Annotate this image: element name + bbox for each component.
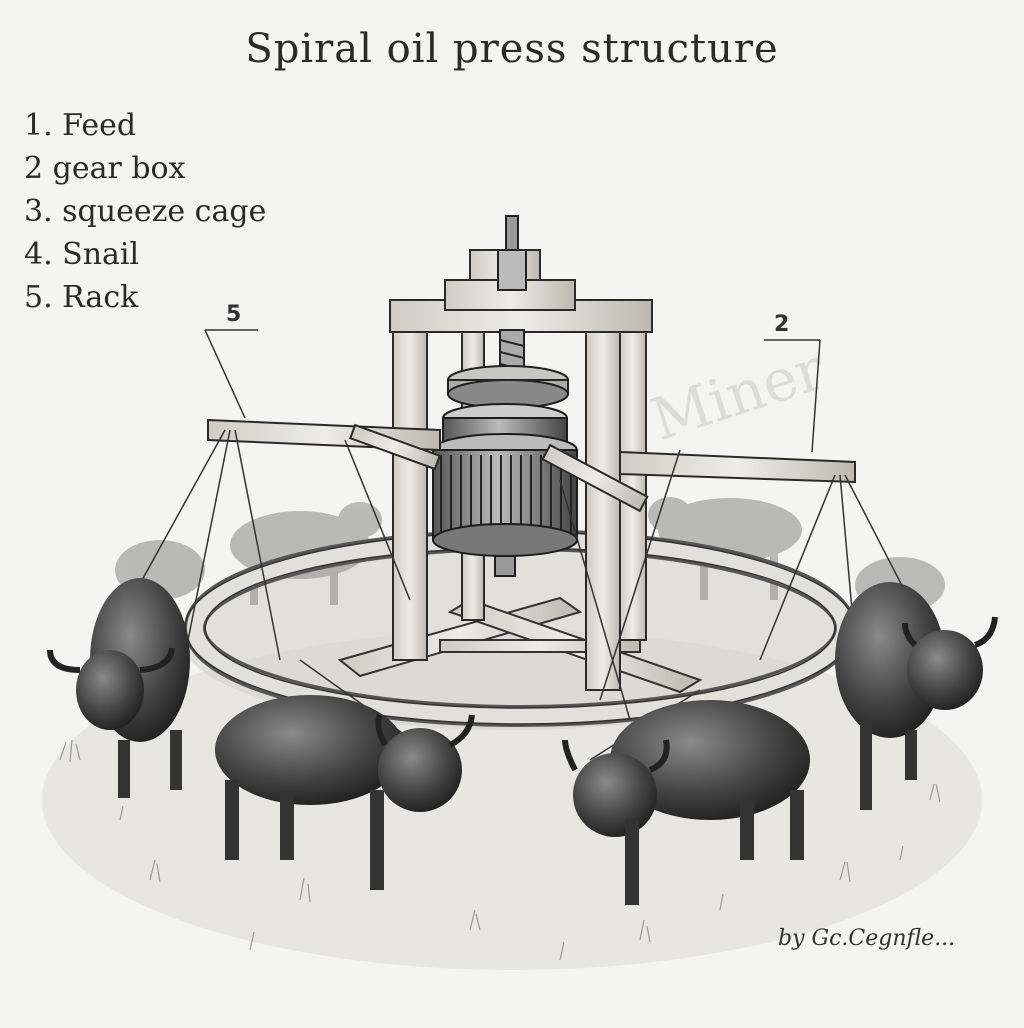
watermark: Miner: [643, 334, 833, 454]
diagram-title: Spiral oil press structure: [245, 26, 779, 72]
callout-leaders: [204, 329, 821, 453]
legend-item-feed: 1. Feed: [24, 108, 137, 143]
upper-disc: [447, 365, 569, 409]
legend-item-gear-box: 2 gear box: [24, 151, 186, 186]
ox-front-left: [215, 695, 475, 890]
callout-rack: 5: [226, 302, 242, 327]
legend-item-squeeze-cage: 3. squeeze cage: [24, 194, 267, 229]
ox-front-right: [562, 700, 810, 905]
squeeze-cage: [432, 403, 578, 577]
parts-legend: 1. Feed 2 gear box 3. squeeze cage 4. Sn…: [24, 104, 266, 319]
ox-right: [835, 582, 998, 810]
legend-item-rack: 5. Rack: [24, 280, 139, 315]
harness-ropes: [119, 429, 931, 761]
legend-item-snail: 4. Snail: [24, 237, 140, 272]
ox-left: [47, 578, 190, 798]
callout-gear-box: 2: [774, 312, 790, 337]
artist-signature: by Gc.Cegnfle...: [778, 926, 956, 951]
sweep-beams: [207, 418, 856, 513]
